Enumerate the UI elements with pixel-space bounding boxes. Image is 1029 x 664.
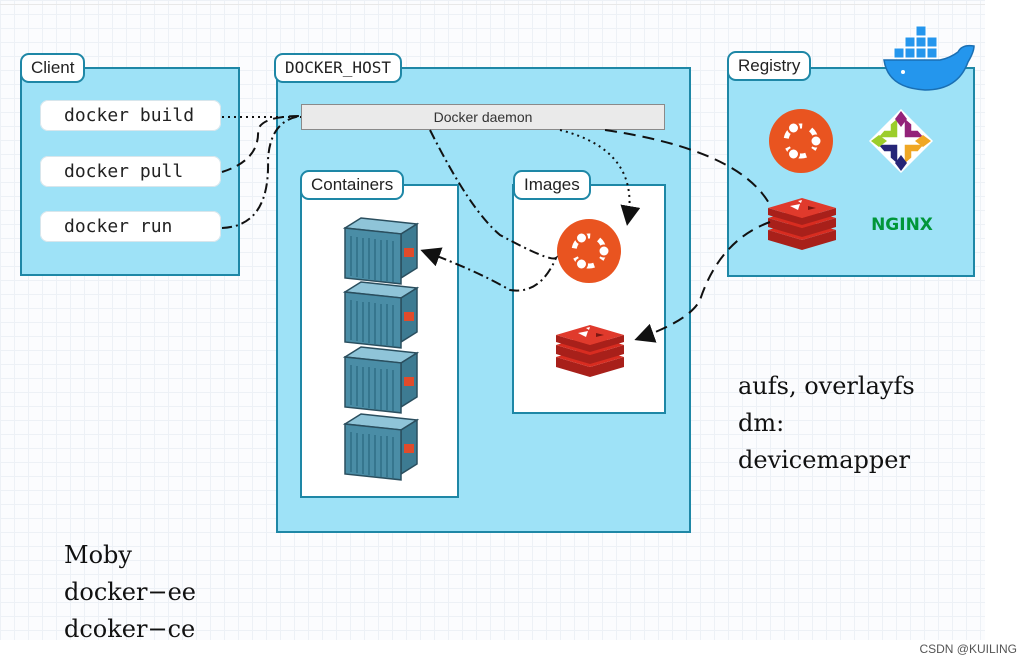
- client-title: Client: [20, 53, 86, 83]
- centos-icon: [869, 109, 933, 173]
- storage-line-3: devicemapper: [738, 446, 910, 474]
- storage-drivers-note: aufs, overlayfs dm: devicemapper: [738, 368, 915, 479]
- registry-panel: [727, 67, 975, 277]
- docker-daemon-bar: Docker daemon: [301, 104, 665, 130]
- container-icon: [344, 217, 418, 285]
- image-redis-icon: [556, 325, 624, 377]
- containers-title: Containers: [300, 170, 405, 200]
- storage-line-1: aufs, overlayfs: [738, 372, 915, 400]
- command-docker-pull: docker pull: [40, 156, 221, 187]
- top-divider: [0, 4, 985, 5]
- pull-to-registry-arrow: [604, 129, 771, 206]
- watermark: CSDN @KUILING: [919, 642, 1017, 656]
- editions-note: Moby docker−ee dcoker−ce: [64, 537, 196, 648]
- container-icon: [344, 413, 418, 481]
- command-docker-run: docker run: [40, 211, 221, 242]
- command-docker-build: docker build: [40, 100, 221, 131]
- container-icon: [344, 281, 418, 349]
- run-connector: [221, 115, 302, 229]
- docker-host-title: DOCKER_HOST: [274, 53, 402, 83]
- registry-redis-icon: [768, 198, 836, 250]
- registry-ubuntu-icon: [769, 109, 833, 173]
- nginx-logo: NGINX: [871, 215, 933, 235]
- images-title: Images: [513, 170, 591, 200]
- pull-connector: [221, 115, 302, 173]
- docker-whale-icon: [883, 25, 975, 91]
- edition-line-1: Moby: [64, 541, 132, 569]
- storage-line-2: dm:: [738, 409, 785, 437]
- build-to-image-arrow: [559, 129, 641, 226]
- container-icon: [344, 346, 418, 414]
- image-ubuntu-icon: [557, 219, 621, 283]
- edition-line-3: dcoker−ce: [64, 615, 196, 643]
- registry-to-image-arrow: [634, 221, 771, 343]
- run-to-container-arrow: [420, 129, 559, 292]
- registry-title: Registry: [727, 51, 812, 81]
- edition-line-2: docker−ee: [64, 578, 196, 606]
